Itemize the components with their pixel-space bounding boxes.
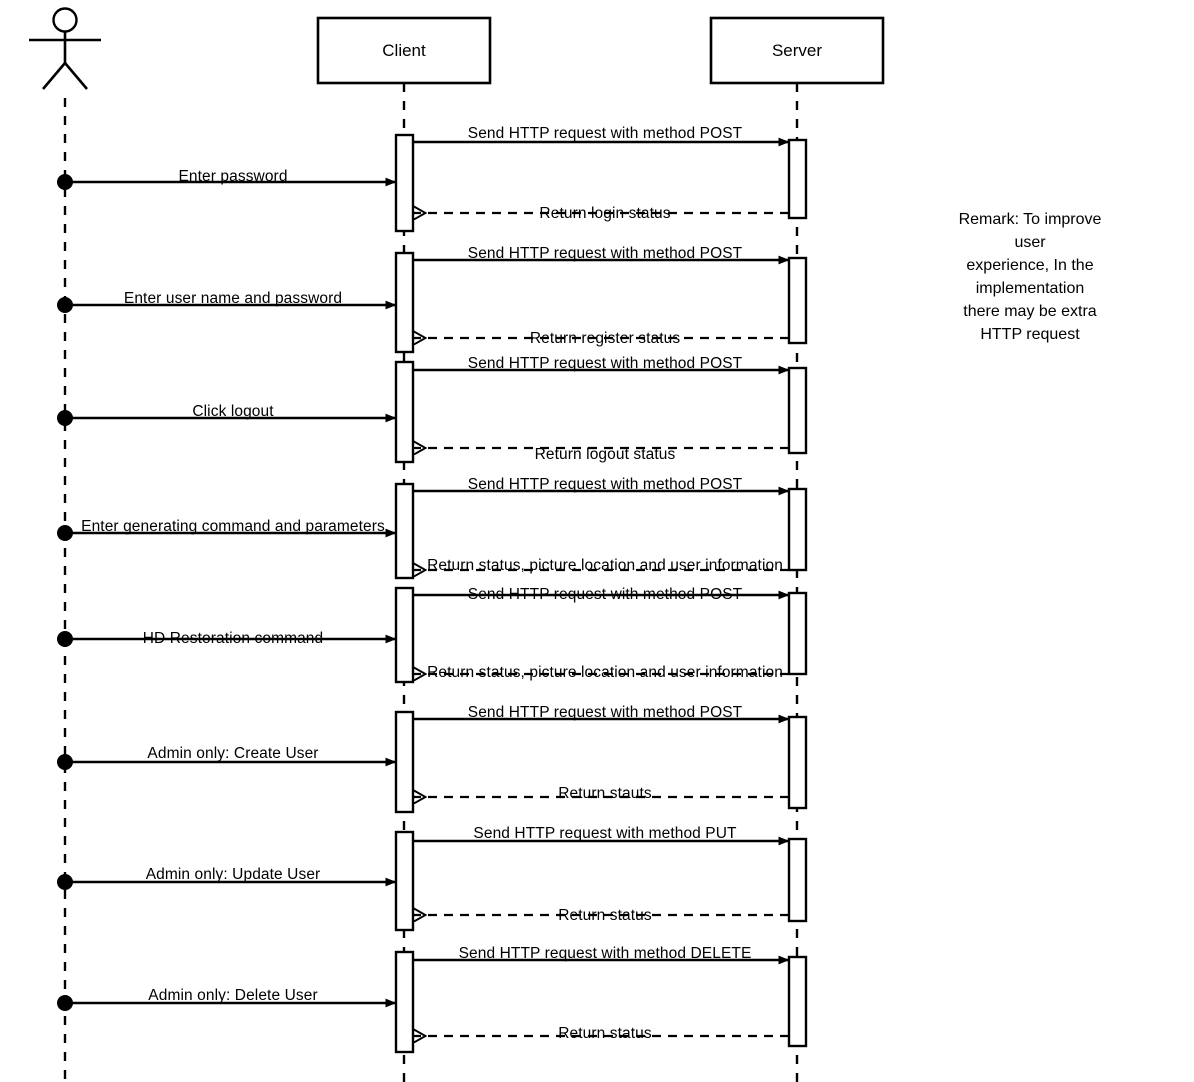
actor-message-label-2: Click logout [192, 403, 274, 420]
actor-message-label-6: Admin only: Update User [145, 866, 321, 883]
participant-box-server[interactable] [709, 16, 885, 85]
message-label-6: Send HTTP request with method POST [467, 476, 743, 493]
activation-bar-server-5 [787, 715, 808, 810]
activation-bar-server-1 [787, 256, 808, 345]
activation-bar-client-5 [394, 710, 415, 814]
message-label-7: Return status, picture location and user… [427, 557, 783, 574]
actor-message-label-1: Enter user name and password [123, 290, 343, 307]
activation-bars [394, 133, 808, 1054]
message-label-13: Return status [558, 907, 652, 924]
activation-bar-server-7 [787, 955, 808, 1048]
message-label-5: Return logout status [534, 446, 676, 463]
actor-message-label-3: Enter generating command and parameters [81, 518, 385, 535]
message-label-4: Send HTTP request with method POST [467, 355, 743, 372]
participant-box-client[interactable] [316, 16, 492, 85]
activation-bar-server-6 [787, 837, 808, 923]
activation-bar-client-3 [394, 482, 415, 580]
message-label-10: Send HTTP request with method POST [467, 704, 743, 721]
message-label-0: Send HTTP request with method POST [467, 125, 743, 142]
message-label-14: Send HTTP request with method DELETE [458, 945, 752, 962]
actor-message-label-0: Enter password [178, 168, 288, 185]
activation-bar-client-6 [394, 830, 415, 932]
message-label-15: Return status [558, 1025, 652, 1042]
message-label-11: Return stauts [558, 785, 652, 802]
activation-bar-client-7 [394, 950, 415, 1054]
actor-message-label-7: Admin only: Delete User [148, 987, 318, 1004]
remark-note: Remark: To improve user experience, In t… [958, 211, 1102, 343]
participant-label-client: Client [382, 41, 426, 60]
participant-label-server: Server [771, 41, 823, 60]
actor-icon [29, 7, 101, 90]
message-label-9: Return status, picture location and user… [427, 664, 783, 681]
actor-message-label-4: HD Restoration command [142, 630, 324, 647]
activation-bar-server-0 [787, 138, 808, 220]
activation-bar-server-3 [787, 487, 808, 572]
message-label-2: Send HTTP request with method POST [467, 245, 743, 262]
message-label-12: Send HTTP request with method PUT [473, 825, 737, 842]
message-label-8: Send HTTP request with method POST [467, 586, 743, 603]
activation-bar-client-1 [394, 251, 415, 354]
activation-bar-client-4 [394, 586, 415, 684]
lifelines [63, 83, 799, 1082]
message-arrows [57, 137, 790, 1036]
activation-bar-client-0 [394, 133, 415, 233]
activation-bar-server-4 [787, 591, 808, 676]
actor-message-label-5: Admin only: Create User [147, 745, 319, 762]
message-label-3: Return register status [529, 330, 681, 347]
message-label-1: Return login status [539, 205, 671, 222]
activation-bar-client-2 [394, 360, 415, 464]
activation-bar-server-2 [787, 366, 808, 455]
